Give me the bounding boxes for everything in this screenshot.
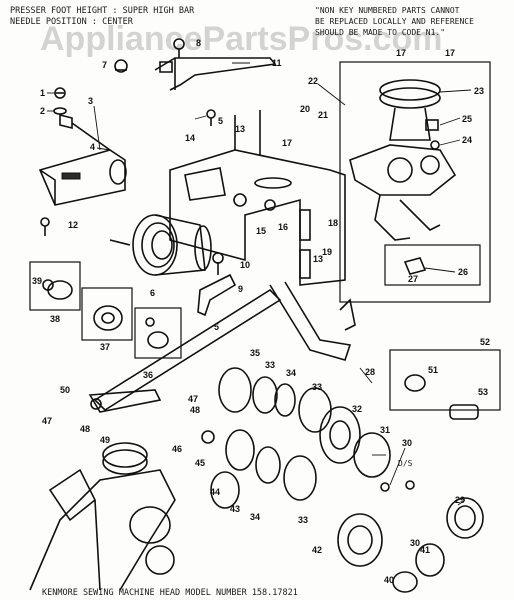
callout-13b: 13 [313, 254, 323, 264]
callout-26: 26 [458, 267, 468, 277]
callout-8: 8 [196, 38, 201, 48]
callout-34: 34 [286, 368, 296, 378]
callout-18: 18 [328, 218, 338, 228]
bobbin-housing [29, 442, 176, 591]
callout-36: 36 [143, 370, 153, 380]
callout-25: 25 [462, 114, 472, 124]
callout-6: 6 [150, 288, 155, 298]
callout-17: 17 [282, 138, 292, 148]
callout-51: 51 [428, 365, 438, 375]
callout-39: 39 [32, 276, 42, 286]
callout-1: 1 [40, 88, 45, 98]
replacement-note-line3: SHOULD BE MADE TO CODE N1." [315, 28, 445, 37]
watermark: AppliancePartsPros.com [40, 20, 442, 58]
presser-foot-label: PRESSER FOOT HEIGHT : SUPER HIGH BAR [10, 6, 195, 16]
callout-44: 44 [210, 487, 220, 497]
callout-23: 23 [474, 86, 484, 96]
callout-32: 32 [352, 404, 362, 414]
callout-33b: 33 [312, 382, 322, 392]
callout-33: 33 [265, 360, 275, 370]
callout-2: 2 [40, 106, 45, 116]
callout-34b: 34 [250, 512, 260, 522]
callout-30: 30 [402, 438, 412, 448]
leader-lines [47, 62, 472, 506]
inset-box-27 [384, 244, 481, 286]
callout-9: 9 [238, 284, 243, 294]
callout-50: 50 [60, 385, 70, 395]
callout-28: 28 [365, 367, 375, 377]
callout-40: 40 [384, 575, 394, 585]
callout-16: 16 [278, 222, 288, 232]
cam-set [337, 432, 484, 593]
motor-pulley [109, 214, 212, 276]
callout-47: 47 [42, 416, 52, 426]
replacement-note-line1: "NON KEY NUMBERED PARTS CANNOT [315, 6, 460, 15]
callout-48b: 48 [190, 405, 200, 415]
bracket-assembly [38, 113, 127, 206]
callout-52: 52 [480, 337, 490, 347]
callout-7: 7 [102, 60, 107, 70]
inset-box-37 [81, 287, 133, 341]
model-caption: KENMORE SEWING MACHINE HEAD MODEL NUMBER… [42, 588, 298, 598]
callout-42: 42 [312, 545, 322, 555]
drive-rod [88, 281, 356, 413]
callout-49: 49 [100, 435, 110, 445]
inset-box-36 [134, 307, 182, 359]
callout-37: 37 [100, 342, 110, 352]
callout-27: 27 [408, 274, 418, 284]
crank-arm [197, 252, 237, 317]
callouts: 1 2 3 4 5 5 6 7 8 9 10 11 12 13 13 14 15… [32, 38, 490, 585]
callout-20: 20 [300, 104, 310, 114]
callout-17c: 17 [445, 48, 455, 58]
callout-33c: 33 [298, 515, 308, 525]
callout-41: 41 [420, 545, 430, 555]
callout-46: 46 [172, 444, 182, 454]
callout-29: 29 [455, 495, 465, 505]
drawing-code: D/S [398, 459, 413, 468]
shaft-bushing-stack [201, 367, 361, 509]
needle-position-label: NEEDLE POSITION : CENTER [10, 17, 134, 27]
callout-5b: 5 [214, 322, 219, 332]
callout-3: 3 [88, 96, 93, 106]
callout-5: 5 [218, 116, 223, 126]
callout-4: 4 [90, 142, 95, 152]
callout-10: 10 [240, 260, 250, 270]
callout-15: 15 [256, 226, 266, 236]
callout-11: 11 [272, 58, 282, 68]
callout-31: 31 [380, 425, 390, 435]
callout-12: 12 [68, 220, 78, 230]
callout-38: 38 [50, 314, 60, 324]
callout-45: 45 [195, 458, 205, 468]
knob-assembly-box [389, 349, 501, 420]
replacement-note-line2: BE REPLACED LOCALLY AND REFERENCE [315, 17, 474, 26]
inset-box-38 [29, 261, 81, 311]
needle-bar-link [154, 57, 277, 91]
callout-48: 48 [80, 424, 90, 434]
callout-24: 24 [462, 135, 472, 145]
callout-53: 53 [478, 387, 488, 397]
callout-22: 22 [308, 76, 318, 86]
callout-35: 35 [250, 348, 260, 358]
hook-assembly-frame [339, 61, 491, 303]
callout-19: 19 [322, 247, 332, 257]
callout-14: 14 [185, 133, 195, 143]
callout-17b: 17 [396, 48, 406, 58]
callout-13: 13 [235, 124, 245, 134]
callout-47b: 47 [188, 394, 198, 404]
callout-43: 43 [230, 504, 240, 514]
callout-21: 21 [318, 110, 328, 120]
callout-30b: 30 [410, 538, 420, 548]
